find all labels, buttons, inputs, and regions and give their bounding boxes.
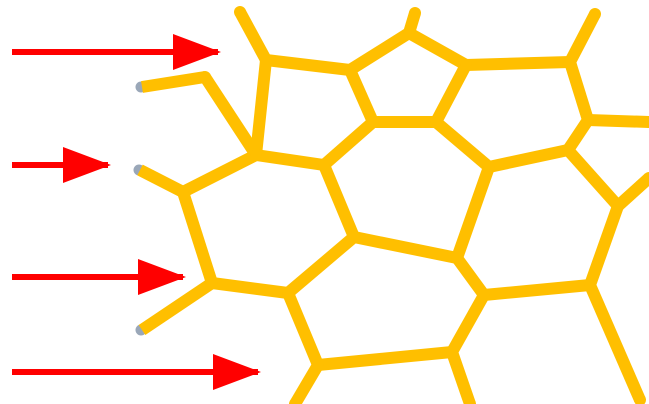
foam-joint-r [612, 200, 624, 212]
foam-edge-e-f [406, 27, 469, 71]
foam-edge-d-j [344, 67, 379, 125]
foam-joint-y [177, 186, 189, 198]
foam-joint-b [260, 54, 272, 66]
foam-edge-p-o [563, 116, 593, 154]
foam-edge-h-i [564, 11, 601, 65]
foam-edge-c-y [180, 149, 259, 198]
foam-edge-u-v [483, 279, 591, 301]
foam-joint-e [403, 27, 415, 39]
foam-edge-l-m [318, 162, 360, 240]
foam-edge-ac-ad [317, 346, 453, 371]
foam-edge-p-q [587, 114, 649, 128]
foam-edge-ad-u [446, 292, 490, 355]
foam-edge-o-n [487, 144, 570, 173]
foam-edge-j-l [320, 117, 377, 170]
foam-joint-ag [634, 394, 646, 404]
foam-edge-c-zz [199, 73, 262, 159]
foam-edge-n-t [451, 165, 495, 260]
foam-edge-zz-z [141, 71, 206, 93]
foam-joint-h [564, 56, 576, 68]
arrow-group [12, 34, 261, 390]
foam-edge-x-ab [138, 278, 216, 335]
foam-joint-g [409, 7, 421, 19]
foam-joint-m [348, 231, 360, 243]
foam-edge-w-ac [282, 290, 324, 368]
foam-edge-ad-af [446, 350, 476, 404]
foam-edge-x-w [211, 277, 289, 299]
foam-joint-ac [312, 359, 324, 371]
foam-joint-d [344, 64, 356, 76]
foam-joint-af [464, 398, 476, 404]
foam-joint-ad [446, 346, 458, 358]
foam-edge-group [137, 6, 649, 404]
foam-joint-ae [289, 398, 301, 404]
foam-joint-q [643, 116, 649, 128]
foam-joint-t [451, 252, 463, 264]
foam-edge-c-l [255, 149, 325, 171]
foam-joint-u [478, 289, 490, 301]
endcap-group [133, 81, 147, 336]
foam-edge-y-x [177, 190, 218, 285]
foam-joint-s [643, 172, 649, 184]
foam-joint-p [582, 114, 594, 126]
foam-edge-h-p [564, 60, 594, 122]
foam-edge-v-ag [584, 282, 646, 403]
foam-edge-k-n [432, 117, 493, 172]
foam-joint-v [584, 279, 596, 291]
foam-edge-f-k [430, 62, 472, 125]
foam-edge-y-aa [137, 164, 186, 198]
foam-joint-a [234, 6, 246, 18]
foam-joint-f [460, 59, 472, 71]
foam-edge-m-t [352, 231, 459, 264]
foam-edge-m-w [284, 232, 358, 298]
foam-joint-i [589, 8, 601, 20]
foam-edge-v-r [584, 203, 624, 288]
foam-joint-x [206, 277, 218, 289]
foam-edge-r-s [613, 173, 649, 211]
foam-joint-j [367, 116, 379, 128]
foam-joint-c [250, 149, 262, 161]
foam-edge-f-h [465, 56, 571, 71]
foam-edge-b-c [250, 59, 272, 156]
foam-edge-t-u [452, 254, 489, 299]
foam-edge-o-r [563, 146, 623, 210]
foam-joint-n [483, 161, 495, 173]
foam-joint-zz [199, 71, 211, 83]
foam-joint-k [430, 116, 442, 128]
foam-joint-l [318, 159, 330, 171]
foam-edge-b-d [265, 54, 351, 76]
foam-edge-ac-ae [289, 361, 324, 404]
foam-edge-a-b [234, 9, 272, 63]
foam-edge-d-e [346, 27, 413, 76]
foam-joint-o [562, 144, 574, 156]
foam-joint-w [282, 287, 294, 299]
